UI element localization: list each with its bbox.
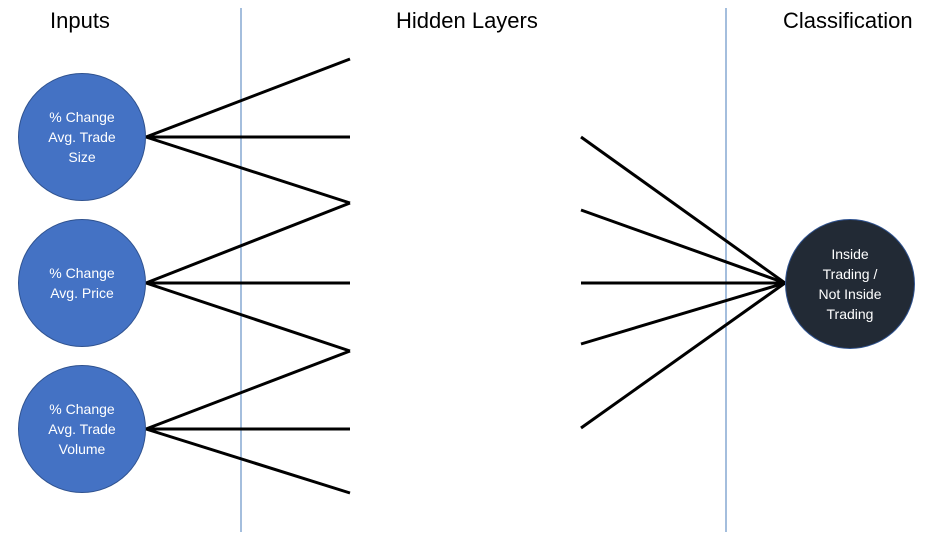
inputs-title: Inputs	[50, 8, 110, 33]
node-label-line: Volume	[58, 441, 106, 457]
node-label-line: Avg. Trade	[48, 129, 116, 145]
node-label-line: Inside	[831, 246, 869, 262]
output-edges	[580, 135, 786, 430]
input-node-trade-volume: % Change Avg. Trade Volume	[18, 365, 146, 493]
edge-line	[580, 208, 786, 285]
node-label-line: % Change	[49, 109, 115, 125]
node-label-line: Avg. Trade	[48, 421, 116, 437]
node-label-line: Not Inside	[818, 286, 882, 302]
edge-line	[145, 57, 351, 139]
edge-line	[580, 135, 786, 285]
edge-line	[580, 281, 786, 346]
input-node-price: % Change Avg. Price	[18, 219, 146, 347]
classification-title: Classification	[783, 8, 913, 33]
edge-line	[145, 281, 351, 353]
edge-line	[145, 201, 351, 285]
node-label-line: Size	[68, 149, 96, 165]
node-label-line: Trading /	[822, 266, 878, 282]
edge-line	[145, 349, 351, 431]
edge-line	[145, 135, 351, 205]
node-label-line: Trading	[826, 306, 874, 322]
node-label-line: % Change	[49, 401, 115, 417]
input-node-trade-size: % Change Avg. Trade Size	[18, 73, 146, 201]
node-label-line: % Change	[49, 265, 115, 281]
edge-line	[580, 281, 786, 430]
input-edges	[145, 57, 351, 495]
node-label-line: Avg. Price	[50, 285, 114, 301]
edge-line	[145, 427, 351, 495]
output-node-classification: Inside Trading / Not Inside Trading	[785, 219, 915, 349]
hidden-layers-title: Hidden Layers	[396, 8, 538, 33]
